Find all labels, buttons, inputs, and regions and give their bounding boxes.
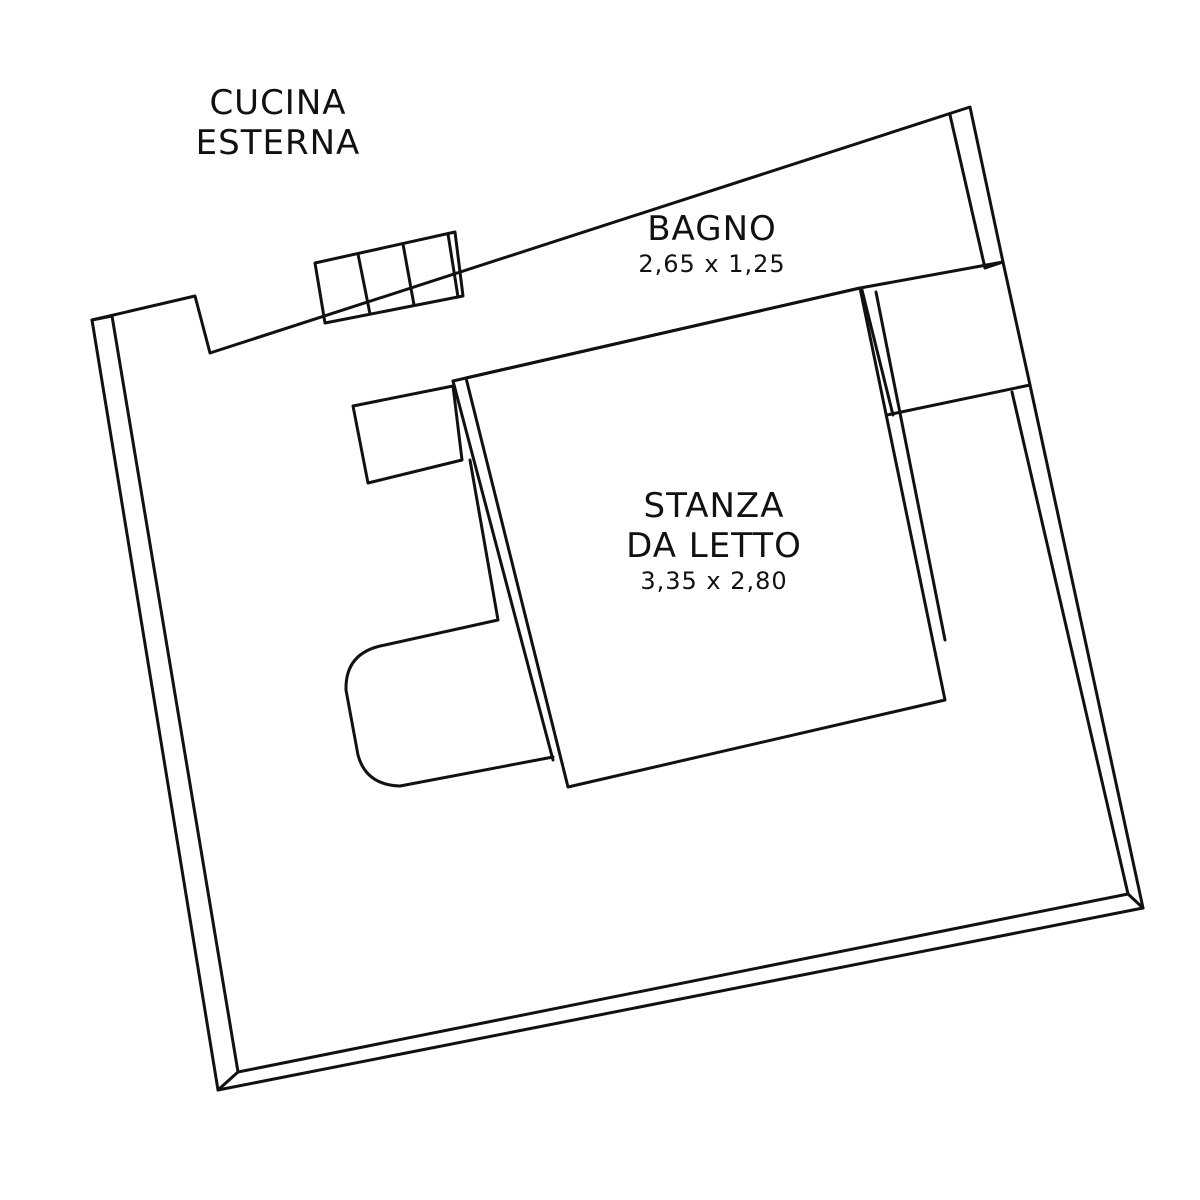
kitchen-name-line1: CUCINA: [209, 83, 347, 123]
left-wall-inner: [110, 314, 240, 1074]
kitchen-name-line2: ESTERNA: [195, 122, 361, 163]
label-kitchen: CUCINA ESTERNA: [195, 83, 361, 164]
closet-side: [860, 288, 895, 417]
bottom-wall-inner: [236, 892, 1130, 1074]
small-cabinet: [351, 384, 464, 485]
right-wall-outer-lower: [1028, 383, 1145, 910]
bedroom-size: 3,35 x 2,80: [640, 566, 788, 595]
bottom-wall-outer: [216, 906, 1145, 1092]
right-wall-outer: [1001, 260, 1032, 387]
bedroom-name-line2: DA LETTO: [626, 525, 802, 566]
top-wall-inner: [948, 113, 987, 270]
bedroom: [344, 286, 947, 789]
sofa-shape: [344, 458, 555, 788]
wall-corner: [216, 1070, 240, 1092]
bedroom-outline: [464, 286, 947, 789]
outer-walls: [90, 105, 1145, 1092]
bedroom-wall-right: [874, 290, 947, 642]
stair-step: [446, 232, 460, 299]
wall-corner: [1126, 892, 1145, 910]
label-bedroom: STANZA DA LETTO 3,35 x 2,80: [626, 486, 802, 595]
wall-cap: [90, 314, 114, 322]
bathroom-walls: [451, 260, 1032, 417]
bathroom-name: BAGNO: [647, 209, 777, 249]
bathroom-size: 2,65 x 1,25: [638, 249, 786, 278]
stairs: [313, 230, 465, 325]
stairs-outline: [313, 230, 465, 325]
closet-wall: [885, 383, 1032, 417]
left-wall-outer: [90, 318, 220, 1092]
bedroom-name-line1: STANZA: [643, 486, 785, 526]
bedroom-wall-inner: [451, 379, 555, 762]
stair-step: [356, 252, 372, 316]
stair-step: [401, 242, 416, 307]
right-wall-inner-lower: [1010, 390, 1130, 896]
top-wall: [90, 105, 1005, 355]
label-bathroom: BAGNO 2,65 x 1,25: [638, 209, 786, 278]
